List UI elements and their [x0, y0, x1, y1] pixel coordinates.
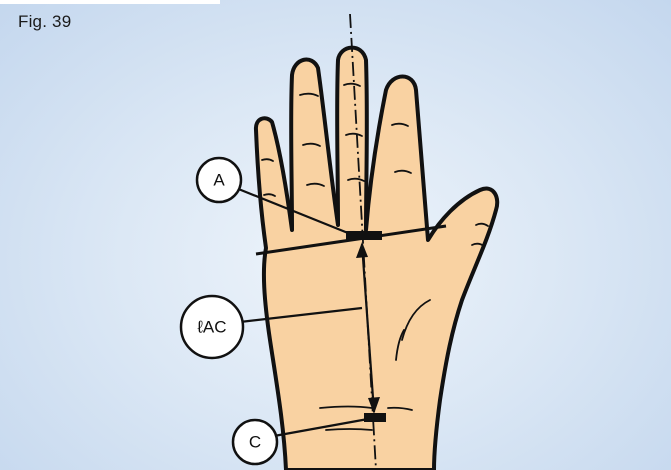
callout-lac: ℓAC: [181, 296, 243, 358]
point-c-marker: [364, 413, 386, 422]
callout-a-label: A: [213, 171, 225, 190]
callout-c: C: [233, 420, 277, 464]
callout-a: A: [197, 158, 241, 202]
point-a-marker: [346, 231, 382, 240]
callout-c-label: C: [249, 433, 261, 452]
callout-lac-label: ℓAC: [196, 318, 226, 337]
